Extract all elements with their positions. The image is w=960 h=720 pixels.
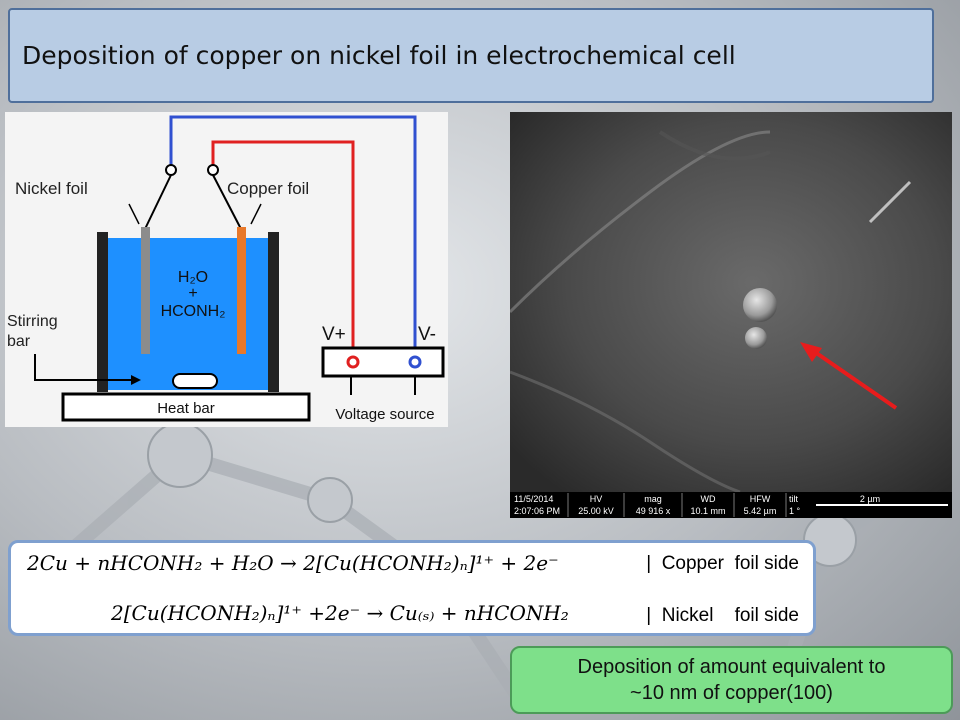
ridge-3: [868, 180, 912, 224]
plus-label: +: [188, 285, 197, 302]
stirring-label-2: bar: [7, 333, 31, 350]
sem-hv-value: 25.00 kV: [578, 506, 614, 516]
sem-mag-value: 49 916 x: [636, 506, 671, 516]
sem-image: 11/5/2014 2:07:06 PM HV 25.00 kV mag 49 …: [508, 112, 952, 518]
sem-wd-label: WD: [701, 494, 716, 504]
voltage-source-box: [321, 346, 445, 378]
sem-scale-label: 2 µm: [860, 494, 880, 504]
cell-diagram: Nickel foil Copper foil H₂O + HCONH₂ Sti…: [5, 112, 448, 427]
ridge-4: [658, 130, 771, 161]
copper-terminal: [207, 164, 219, 176]
equation-1: 2Cu + nHCONH₂ + H₂O → 2[Cu(HCONH₂)ₙ]¹⁺ +…: [27, 551, 559, 575]
sem-hfw-label: HFW: [750, 494, 771, 504]
stirring-pointer: [34, 354, 135, 381]
stirring-bar: [172, 373, 218, 389]
copper-foil-side-label: | Copper foil side: [646, 553, 799, 574]
nickel-lead: [144, 174, 172, 230]
sem-time: 2:07:06 PM: [514, 506, 560, 516]
sem-hv-label: HV: [590, 494, 603, 504]
title-box: Deposition of copper on nickel foil in e…: [8, 8, 934, 103]
heat-bar-label: Heat bar: [157, 400, 215, 417]
sem-wd-value: 10.1 mm: [690, 506, 725, 516]
voltage-source-label: Voltage source: [335, 406, 434, 423]
stirring-label-1: Stirring: [7, 313, 58, 330]
v-plus-label: V+: [322, 324, 346, 345]
beaker-wall-right: [268, 232, 279, 392]
nickel-foil-label: Nickel foil: [15, 179, 88, 198]
sem-date: 11/5/2014: [514, 494, 553, 504]
nickel-foil-side-label: | Nickel foil side: [646, 605, 799, 626]
sem-mag-label: mag: [644, 494, 662, 504]
heat-bar: [61, 392, 311, 422]
beaker-wall-left: [97, 232, 108, 392]
deposition-note: Deposition of amount equivalent to ~10 n…: [510, 646, 953, 714]
sem-hfw-value: 5.42 µm: [744, 506, 777, 516]
nickel-pointer: [128, 203, 140, 225]
sem-tilt-value: 1 °: [789, 506, 801, 516]
cell-diagram-svg: Nickel foil Copper foil H₂O + HCONH₂ Sti…: [7, 115, 445, 423]
red-wire: [211, 140, 355, 360]
copper-pointer: [250, 203, 262, 225]
ridge-1: [508, 130, 771, 314]
red-arrow-head: [800, 342, 822, 362]
sem-image-svg: 11/5/2014 2:07:06 PM HV 25.00 kV mag 49 …: [508, 112, 952, 518]
v-minus-label: V-: [418, 324, 436, 345]
copper-lead: [212, 174, 242, 230]
equation-2: 2[Cu(HCONH₂)ₙ]¹⁺ +2e⁻ → Cu₍ₛ₎ + nHCONH₂: [111, 601, 569, 625]
copper-foil: [237, 227, 246, 354]
red-arrow-shaft: [810, 348, 898, 410]
v-minus-terminal: [408, 355, 422, 369]
copper-particle-small: [745, 327, 767, 349]
sem-tilt-label: tilt: [789, 494, 798, 504]
stirring-arrowhead: [131, 375, 141, 385]
ridge-2: [509, 370, 741, 494]
deposition-line-2: ~10 nm of copper(100): [630, 682, 833, 704]
equation-copper-side: 2Cu + nHCONH₂ + H₂O → 2[Cu(HCONH₂)ₙ]¹⁺ +…: [11, 545, 813, 585]
equations-box: 2Cu + nHCONH₂ + H₂O → 2[Cu(HCONH₂)ₙ]¹⁺ +…: [8, 540, 816, 636]
copper-particle-large: [743, 288, 777, 322]
equation-nickel-side: 2[Cu(HCONH₂)ₙ]¹⁺ +2e⁻ → Cu₍ₛ₎ + nHCONH₂ …: [11, 595, 813, 635]
h2o-label: H₂O: [178, 269, 208, 286]
hconh2-label: HCONH₂: [161, 303, 226, 320]
copper-foil-label: Copper foil: [227, 179, 309, 198]
v-plus-terminal: [346, 355, 360, 369]
deposition-line-1: Deposition of amount equivalent to: [577, 656, 886, 678]
nickel-foil: [141, 227, 150, 354]
blue-wire: [169, 115, 417, 360]
nickel-terminal: [165, 164, 177, 176]
slide-title: Deposition of copper on nickel foil in e…: [22, 41, 736, 70]
